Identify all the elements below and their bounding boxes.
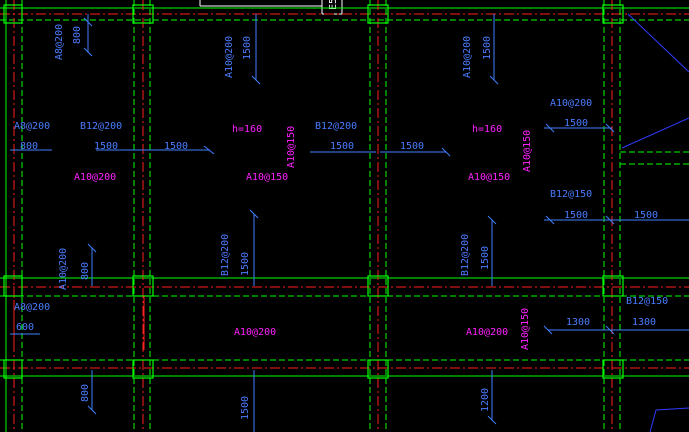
rebar-label: A8@200 (14, 302, 50, 313)
dimension-label: 1300 (566, 317, 590, 328)
column-box (132, 4, 154, 24)
rebar-label: A8@200 (54, 24, 65, 60)
column-box (3, 4, 23, 24)
column-box (3, 275, 23, 297)
thickness-label: h=160 (232, 124, 262, 135)
rebar-label: A10@150 (468, 172, 510, 183)
rebar-label: A10@200 (224, 36, 235, 78)
dimension-label: 1500 (94, 141, 118, 152)
dimension-label: 1500 (400, 141, 424, 152)
dimension-label: 1500 (482, 36, 493, 60)
rebar-label: A8@200 (14, 121, 50, 132)
rebar-label: A10@200 (74, 172, 116, 183)
dimension-label: 600 (16, 322, 34, 333)
diagonal-lines (621, 13, 689, 432)
dimension-label: 800 (72, 26, 83, 44)
rebar-label: B12@200 (220, 234, 231, 276)
column-box (602, 359, 624, 379)
dimension-label: 1500 (480, 246, 491, 270)
column-box (367, 359, 389, 379)
column-box (602, 4, 624, 24)
rebar-label: A10@200 (466, 327, 508, 338)
title-mark: E5 (328, 0, 339, 10)
dimension-label: 1500 (240, 252, 251, 276)
column-box (367, 4, 389, 24)
rebar-label: A10@150 (246, 172, 288, 183)
rebar-label: B12@150 (626, 296, 668, 307)
rebar-label: B12@200 (315, 121, 357, 132)
red-axis-marks (13, 296, 145, 350)
dimension-label: 1500 (240, 396, 251, 420)
rebar-label: B12@150 (550, 189, 592, 200)
top-frame: E5 (199, 0, 343, 15)
dimension-label: 1200 (480, 388, 491, 412)
rebar-label: A10@200 (58, 248, 69, 290)
thickness-label: h=160 (472, 124, 502, 135)
dimension-label: 1500 (164, 141, 188, 152)
horizontal-beams (0, 7, 689, 377)
dimension-lines (10, 14, 689, 432)
dimension-label: 800 (80, 262, 91, 280)
columns (3, 4, 624, 379)
column-box (602, 275, 624, 297)
annotation-labels: A8@200 800 A10@200 1500 A10@200 1500 A8@… (14, 24, 668, 420)
rebar-label: A10@150 (286, 126, 297, 168)
rebar-label: A10@200 (234, 327, 276, 338)
dimension-label: 1500 (242, 36, 253, 60)
rebar-label: B12@200 (80, 121, 122, 132)
column-box (132, 275, 154, 297)
rebar-label: A10@200 (462, 36, 473, 78)
dimension-label: 1300 (632, 317, 656, 328)
rebar-label: B12@200 (460, 234, 471, 276)
dimension-ticks (83, 17, 615, 425)
dimension-label: 1500 (634, 210, 658, 221)
rebar-label: A10@150 (520, 308, 531, 350)
column-box (132, 359, 154, 379)
dimension-label: 1500 (564, 210, 588, 221)
dimension-label: 1500 (564, 118, 588, 129)
rebar-label: A10@200 (550, 98, 592, 109)
dimension-label: 800 (80, 384, 91, 402)
dimension-label: 1500 (330, 141, 354, 152)
dimension-label: 800 (20, 141, 38, 152)
rebar-label: A10@150 (522, 130, 533, 172)
column-box (3, 359, 23, 379)
column-box (367, 275, 389, 297)
